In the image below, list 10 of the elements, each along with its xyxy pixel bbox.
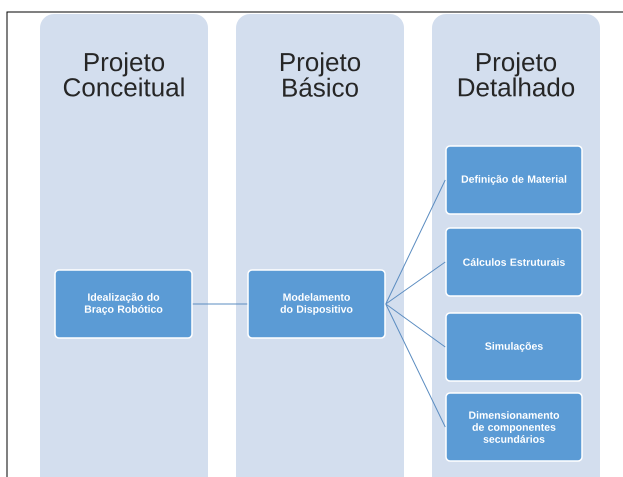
process-box: Simulações xyxy=(445,312,583,382)
process-box: Definição de Material xyxy=(445,145,583,215)
process-box: Idealização do Braço Robótico xyxy=(54,269,193,339)
process-box: Modelamento do Dispositivo xyxy=(247,269,386,339)
connector-line xyxy=(385,262,446,304)
connector-line xyxy=(385,180,446,304)
connector-line xyxy=(385,304,446,348)
process-box: Dimensionamento de componentes secundários xyxy=(445,392,583,462)
connector-line xyxy=(385,304,446,428)
process-box: Cálculos Estruturais xyxy=(445,227,583,297)
